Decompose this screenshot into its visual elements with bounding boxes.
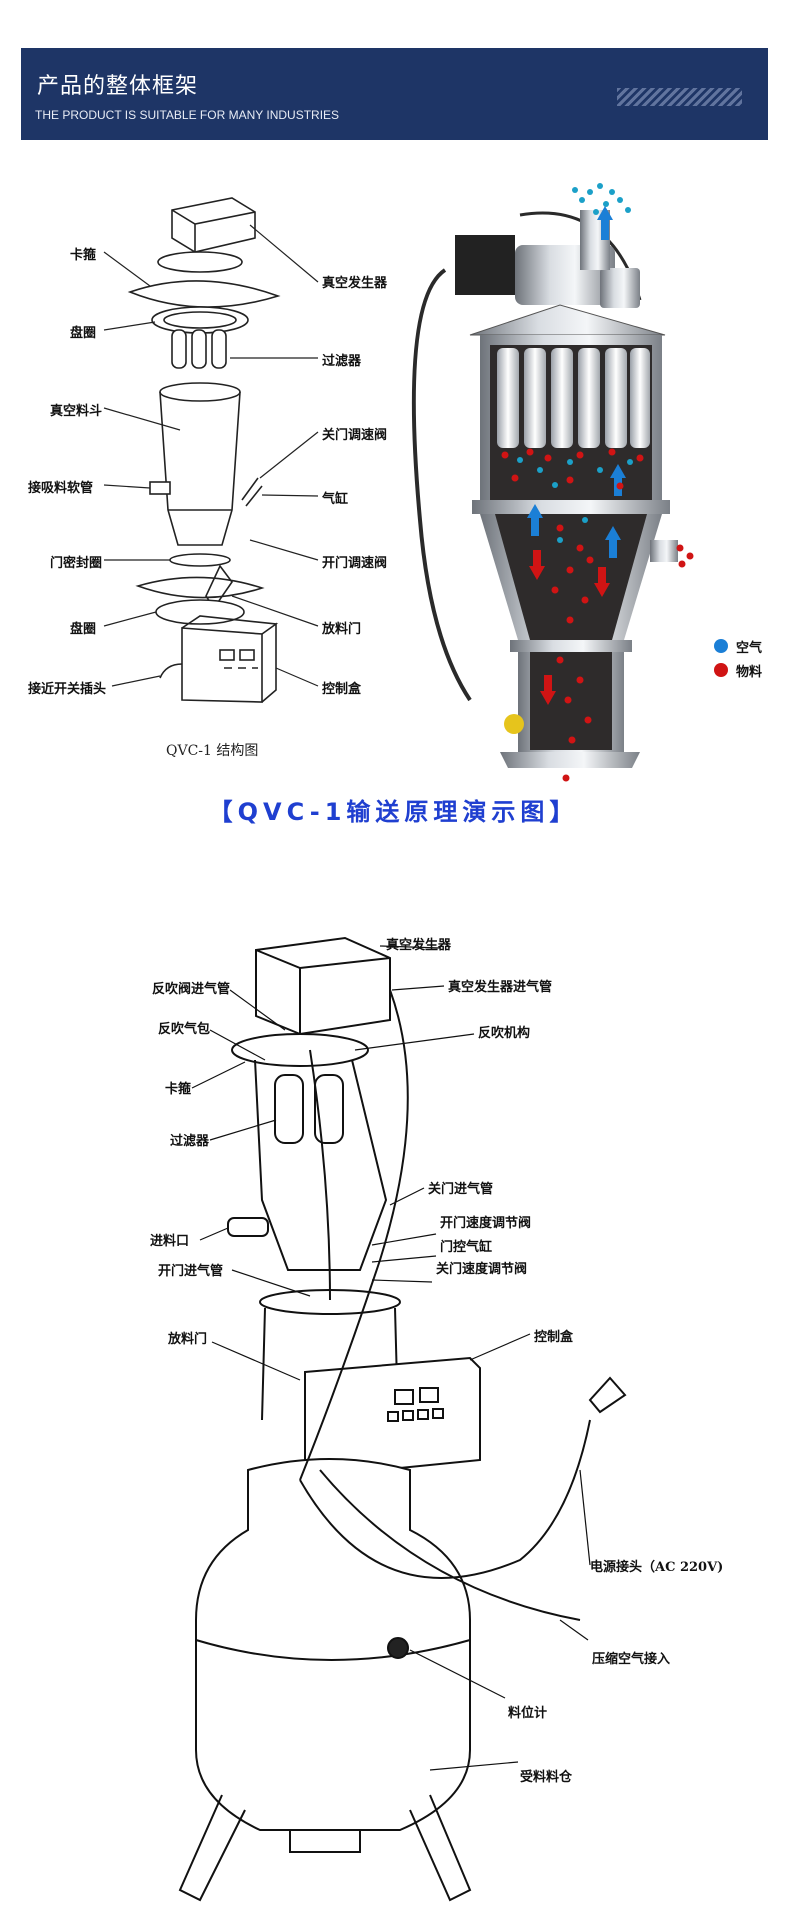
label-vacuum-hopper: 真空料斗 [50,404,103,419]
legend-material-dot [714,663,728,677]
legend-material-label: 物料 [736,665,763,680]
label2-blowback-bag: 反吹气包 [158,1022,211,1037]
legend-air-dot [714,639,728,653]
label2-open-inlet: 开门进气管 [158,1264,224,1279]
label2-receiving-bin: 受料料仓 [520,1770,573,1785]
section-banner: 产品的整体框架 THE PRODUCT IS SUITABLE FOR MANY… [21,48,768,140]
legend-air-label: 空气 [736,641,763,656]
label2-blowback-inlet: 反吹阀进气管 [152,982,231,997]
label2-control-box: 控制盒 [534,1330,574,1345]
label2-filter: 过滤器 [170,1134,210,1149]
label-filter: 过滤器 [322,354,362,369]
structure-caption: QVC-1 结构图 [166,743,259,759]
label2-discharge-door: 放料门 [168,1332,208,1347]
label2-open-speed: 开门速度调节阀 [440,1216,532,1231]
label2-close-speed: 关门速度调节阀 [436,1262,528,1277]
label-discharge-door: 放料门 [322,622,362,637]
label2-air-inlet: 压缩空气接入 [592,1652,671,1667]
label-door-seal: 门密封圈 [50,556,103,571]
demo-title: 【QVC-1输送原理演示图】 [208,798,579,826]
label2-vacuum-generator: 真空发生器 [386,938,452,953]
label2-level-meter: 料位计 [508,1706,548,1721]
label-close-valve: 关门调速阀 [322,428,388,443]
label2-feed-port: 进料口 [150,1234,190,1249]
banner-subtitle: THE PRODUCT IS SUITABLE FOR MANY INDUSTR… [35,108,340,122]
label-cylinder: 气缸 [322,492,349,507]
label-clamp: 卡箍 [70,248,97,263]
label2-blowback-mech: 反吹机构 [478,1026,531,1041]
label2-power-plug: 电源接头（AC 220V) [590,1560,724,1575]
label-tray-ring: 盘圈 [70,326,97,341]
label-vacuum-generator: 真空发生器 [322,276,388,291]
label2-door-cylinder: 门控气缸 [440,1240,493,1255]
label-tray-ring-2: 盘圈 [70,622,97,637]
label-open-valve: 开门调速阀 [322,556,388,571]
label2-generator-inlet: 真空发生器进气管 [448,980,553,995]
label2-clamp: 卡箍 [165,1082,192,1097]
label-control-box: 控制盒 [322,682,362,697]
banner-title: 产品的整体框架 [37,74,199,99]
banner-stripe-decoration [617,88,742,106]
label-proximity-plug: 接近开关插头 [28,682,107,697]
label2-close-inlet: 关门进气管 [428,1182,494,1197]
label-feed-hose: 接吸料软管 [28,481,94,496]
